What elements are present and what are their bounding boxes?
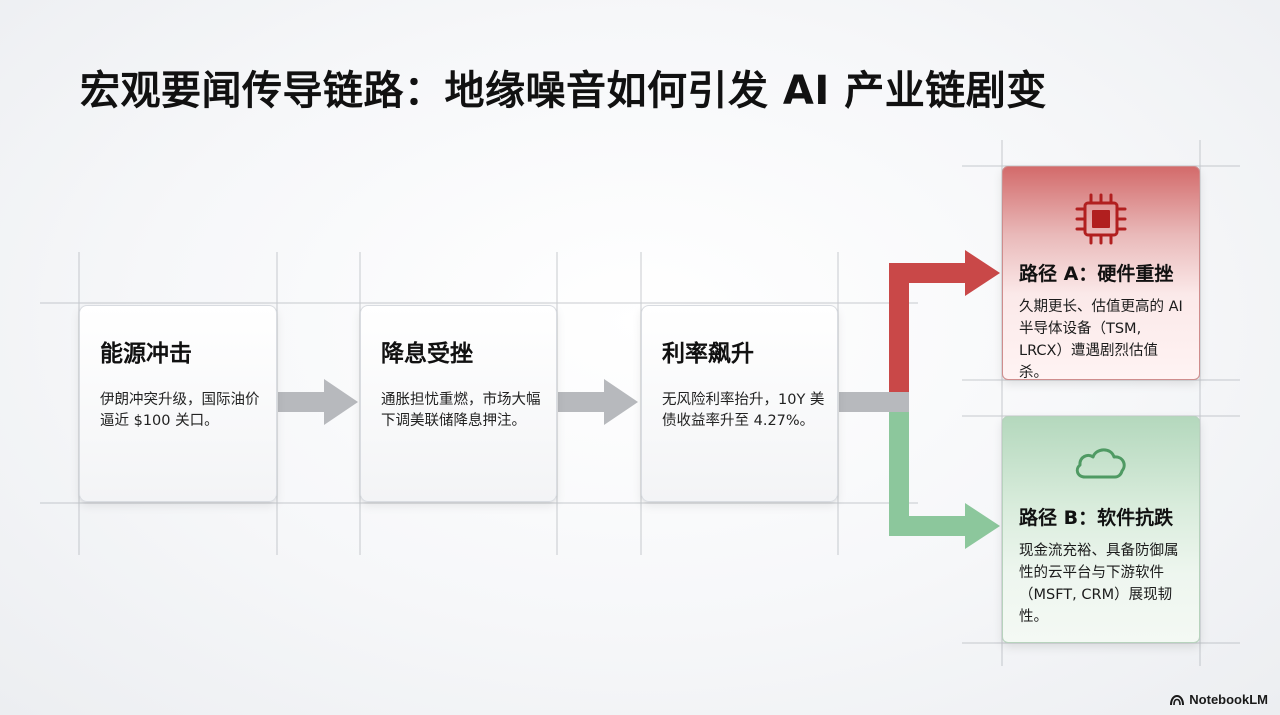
path-b-title: 路径 B：软件抗跌 — [1019, 507, 1174, 529]
notebooklm-icon — [1170, 694, 1185, 705]
chain-card-title: 降息受挫 — [381, 341, 473, 367]
arrow-2 — [558, 379, 638, 425]
arrow-path-b — [889, 412, 1000, 549]
split-stub — [839, 392, 909, 412]
chain-card-energy-shock: 能源冲击 伊朗冲突升级，国际油价逼近 $100 关口。 — [79, 305, 277, 502]
chain-card-title: 利率飙升 — [662, 341, 754, 367]
brand-label: NotebookLM — [1189, 692, 1268, 707]
chain-card-body: 伊朗冲突升级，国际油价逼近 $100 关口。 — [100, 392, 260, 429]
chain-card-body: 通胀担忧重燃，市场大幅下调美联储降息押注。 — [381, 392, 541, 429]
chip-icon — [1019, 185, 1183, 253]
path-b-body: 现金流充裕、具备防御属性的云平台与下游软件（MSFT, CRM）展现韧性。 — [1019, 543, 1179, 625]
path-b-card: 路径 B：软件抗跌 现金流充裕、具备防御属性的云平台与下游软件（MSFT, CR… — [1002, 416, 1200, 643]
chain-card-body: 无风险利率抬升，10Y 美债收益率升至 4.27%。 — [662, 392, 825, 429]
chain-card-title: 能源冲击 — [100, 341, 192, 367]
path-a-title: 路径 A：硬件重挫 — [1019, 263, 1174, 285]
cloud-icon — [1019, 433, 1183, 493]
arrow-1 — [278, 379, 358, 425]
notebooklm-logo: NotebookLM — [1170, 692, 1268, 707]
page-title: 宏观要闻传导链路：地缘噪音如何引发 AI 产业链剧变 — [80, 68, 1047, 114]
path-a-card: 路径 A：硬件重挫 久期更长、估值更高的 AI 半导体设备（TSM, LRCX）… — [1002, 166, 1200, 381]
chain-card-rate-cut-setback: 降息受挫 通胀担忧重燃，市场大幅下调美联储降息押注。 — [360, 305, 557, 502]
path-a-body: 久期更长、估值更高的 AI 半导体设备（TSM, LRCX）遭遇剧烈估值杀。 — [1019, 299, 1183, 381]
arrow-path-a — [889, 250, 1000, 392]
chain-card-rate-surge: 利率飙升 无风险利率抬升，10Y 美债收益率升至 4.27%。 — [641, 305, 838, 502]
